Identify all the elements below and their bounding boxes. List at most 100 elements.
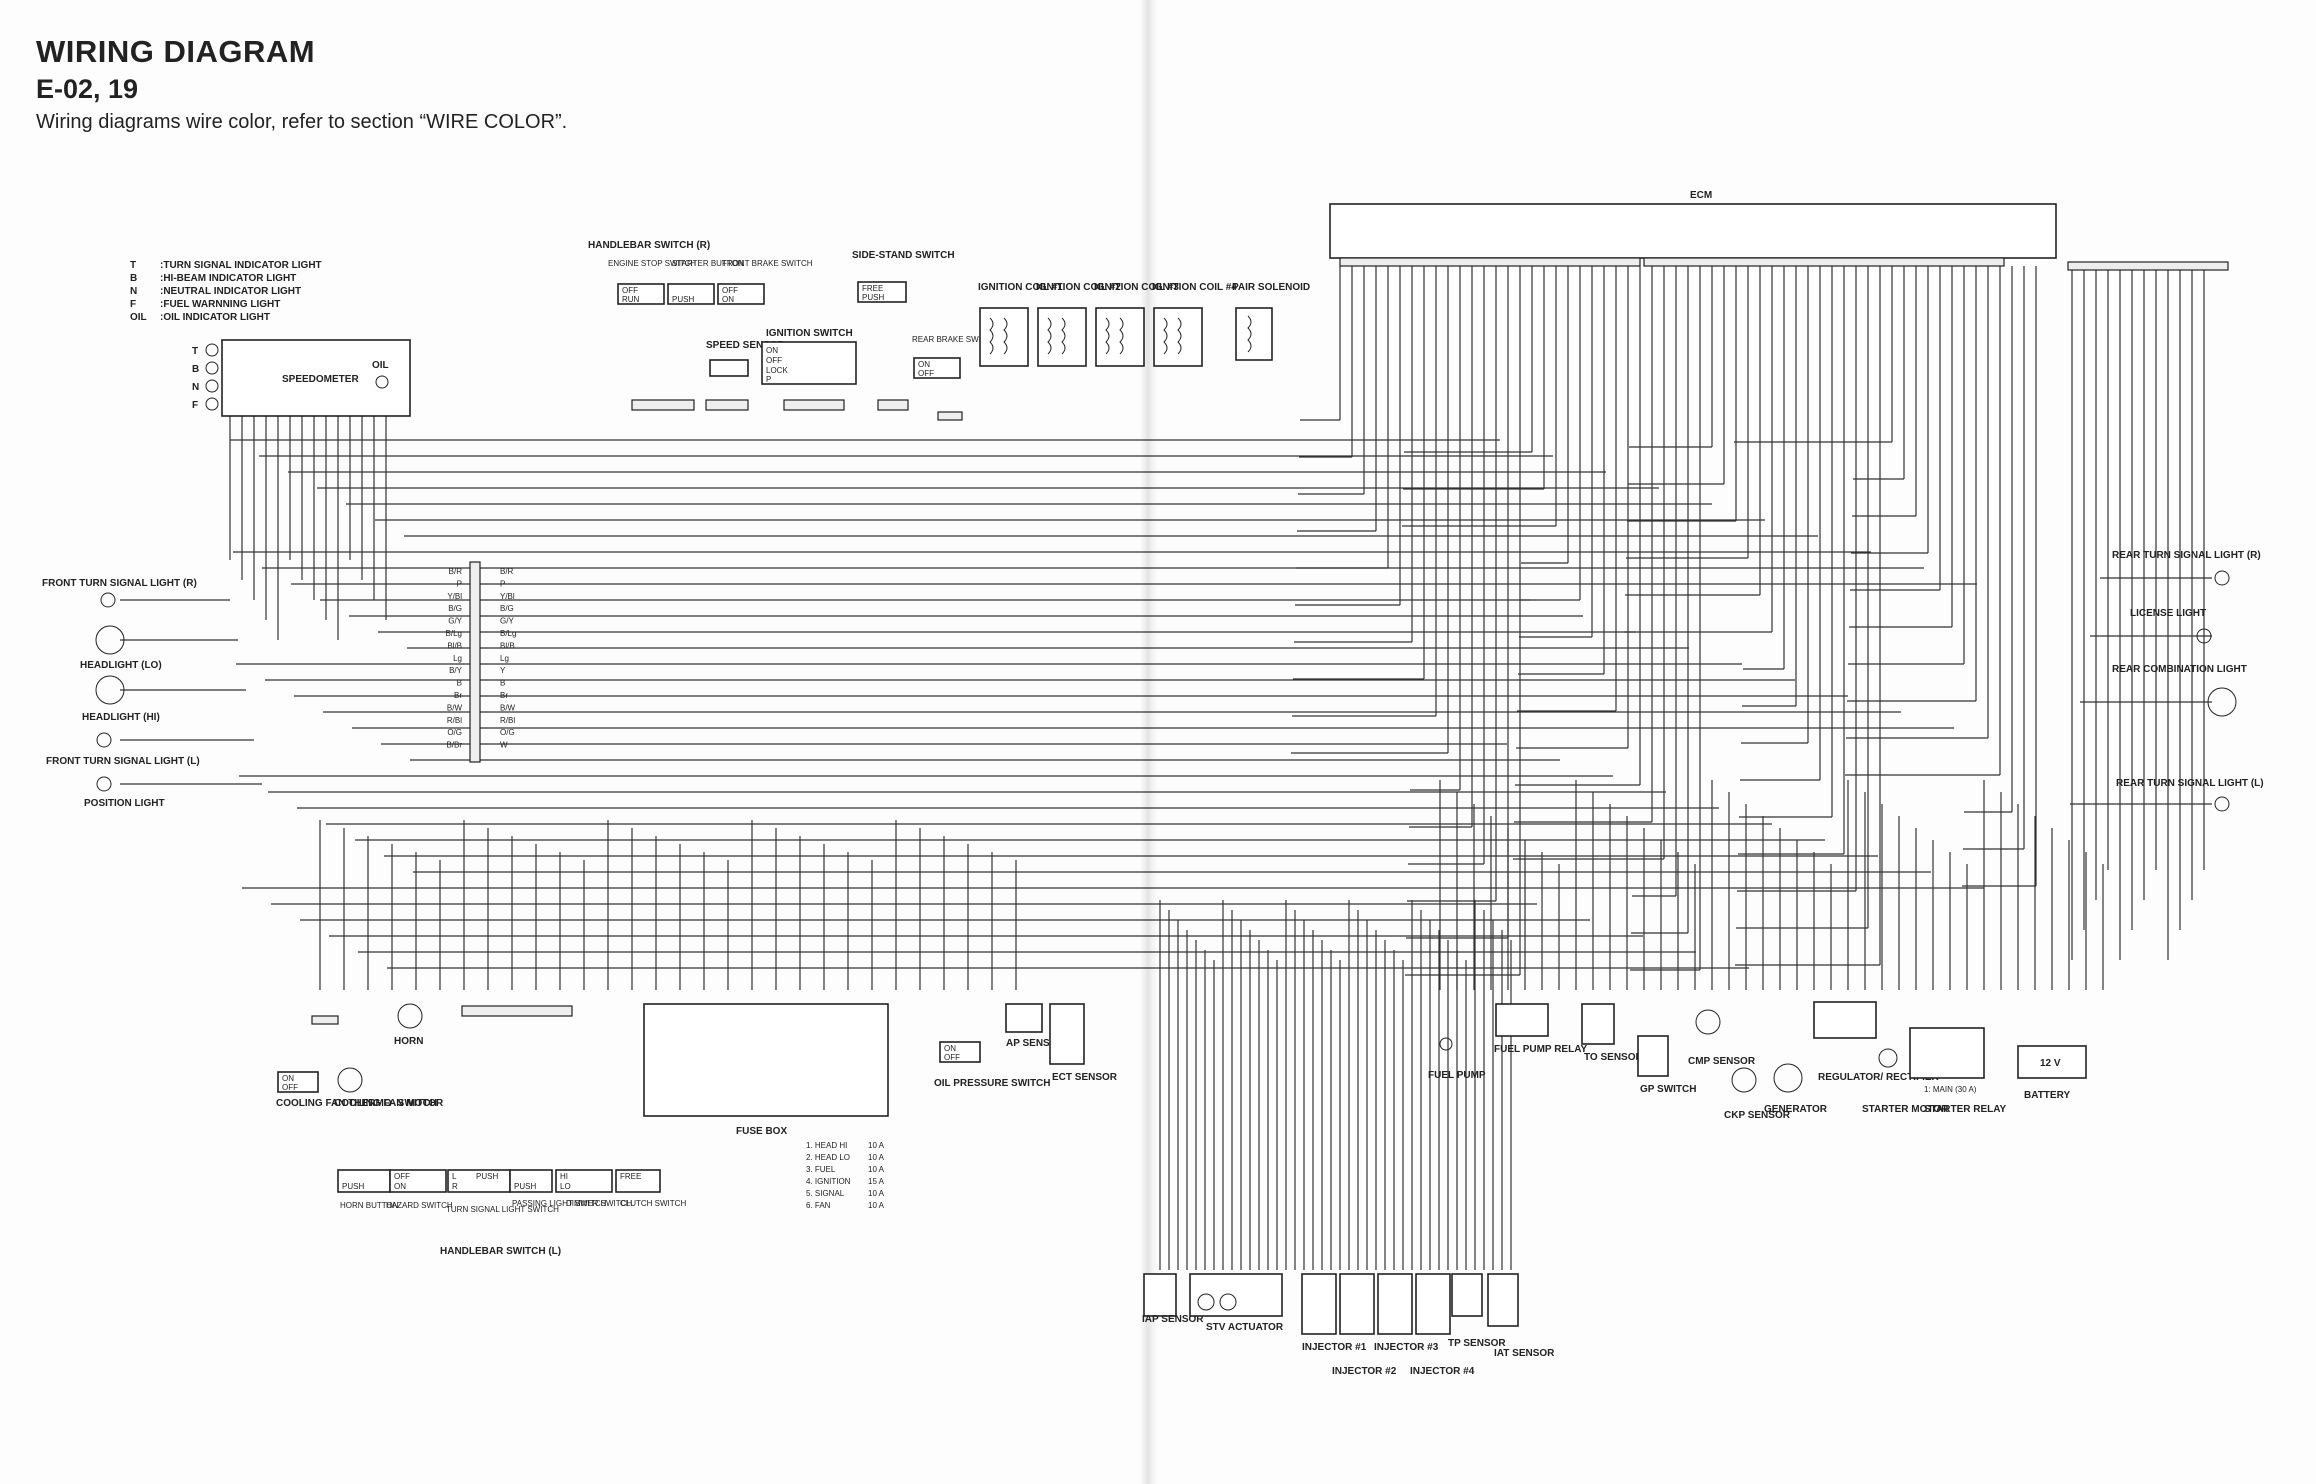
legend-oil: OIL [130,312,147,323]
clutch-free: FREE [620,1172,641,1181]
engine-stop-switch [617,283,665,305]
headlight-hi-label: HEADLIGHT (HI) [82,712,160,723]
ckp-sensor: CKP SENSOR [1724,1067,1791,1121]
regulator-rectifier: REGULATOR/ RECTIFIER [1813,1001,1940,1083]
indicator-n-lamp [205,379,219,393]
position-light-bulb [96,776,112,792]
harness-wire-label: B/W [500,703,516,712]
rear-turn-l-bulb [2214,796,2230,812]
central-connector: B/RPY/BlB/GG/YB/LgBl/BLgB/YBBrB/WR/BlO/G… [446,561,516,763]
position-light-label: POSITION LIGHT [84,798,165,809]
handlebar-switch-l-connector [461,1005,573,1017]
harness-wire-label: P [457,579,462,588]
front-brake-on: ON [722,295,734,304]
fuse-name: 6. FAN [806,1201,831,1210]
ignition-coil-2 [1037,307,1087,367]
pair-solenoid: PAIR SOLENOID [1232,282,1310,361]
cooling-fan-thermo-label: COOLING FAN THERMO- SWITCH [276,1098,437,1109]
oil-pressure-switch: ON OFF OIL PRESSURE SWITCH [934,1041,1051,1089]
ignition-coil-2-label: IGNITION COIL #2 [1036,282,1121,293]
cmp-sensor-icon [1695,1009,1721,1035]
rear-brake-off: OFF [918,369,934,378]
fuse-name: 2. HEAD LO [806,1153,850,1162]
harness-wire-label: B/R [449,567,463,576]
ignition-coil-4-label: IGNITION COIL #4 [1152,282,1237,293]
ignition-off: OFF [766,356,782,365]
iap-sensor-label: IAP SENSOR [1142,1314,1204,1325]
regulator-rectifier-label: REGULATOR/ RECTIFIER [1818,1072,1940,1083]
speed-sensor: SPEED SENSOR [706,340,786,377]
cmp-sensor-label: CMP SENSOR [1688,1056,1756,1067]
handlebar-switch-r-title: HANDLEBAR SWITCH (R) [588,240,710,251]
speedometer: SPEEDOMETER OIL T B N F [192,339,411,417]
turn-signal-light-switch-label: TURN SIGNAL LIGHT SWITCH [446,1205,559,1214]
harness-wire-label: Br [454,691,462,700]
ignition-coil-1-label: IGNITION COIL #1 [978,282,1063,293]
harness-wire-label: B/R [500,567,514,576]
page-title: WIRING DIAGRAM [36,34,316,69]
legend: T :TURN SIGNAL INDICATOR LIGHT B :HI-BEA… [130,260,322,323]
generator: GENERATOR [1764,1063,1828,1115]
harness-wire-label: B/W [447,703,463,712]
dimmer-hi: HI [560,1172,568,1181]
ect-sensor: ECT SENSOR [1049,1003,1118,1083]
ckp-sensor-label: CKP SENSOR [1724,1110,1791,1121]
battery-label: BATTERY [2024,1090,2070,1101]
harness-wire-label: Y/Bl [447,592,462,601]
ecm-label: ECM [1690,190,1712,201]
ap-sensor: AP SENSOR [1005,1003,1065,1049]
handlebar-switch-r: HANDLEBAR SWITCH (R) ENGINE STOP SWITCH … [588,240,813,411]
fuse-rating: 10 A [868,1189,885,1198]
ap-sensor-label: AP SENSOR [1006,1038,1065,1049]
fuel-pump: FUEL PUMP [1428,1037,1486,1081]
fuse-rating: 10 A [868,1165,885,1174]
harness-wire-label: Bl/B [500,641,515,650]
front-brake-off: OFF [722,286,738,295]
speedometer-label: SPEEDOMETER [282,374,359,385]
harness-wire-label: Y [500,666,506,675]
cooling-fan-motor-icon [337,1067,363,1093]
starter-button-label: STARTER BUTTON [672,259,744,268]
turn-signal-push: PUSH [476,1172,498,1181]
rear-turn-r-bulb [2214,570,2230,586]
clutch-switch-label: CLUTCH SWITCH [620,1199,686,1208]
stv-actuator-label: STV ACTUATOR [1206,1322,1284,1333]
oil-pressure-switch-label: OIL PRESSURE SWITCH [934,1078,1051,1089]
front-turn-l-label: FRONT TURN SIGNAL LIGHT (L) [46,756,200,767]
indicator-f: F [192,400,198,411]
oil-pressure-off: OFF [944,1053,960,1062]
ecm: ECM [1329,190,2229,271]
turn-signal-l: L [452,1172,457,1181]
handlebar-switch-l: PUSH OFF ON L PUSH R PUSH HI LO FREE HOR… [337,1169,686,1257]
engine-stop-run: RUN [622,295,640,304]
starter-motor-icon [1878,1048,1898,1068]
front-turn-r-label: FRONT TURN SIGNAL LIGHT (R) [42,578,197,589]
license-light-bulb [2196,628,2212,644]
rear-brake-switch: REAR BRAKE SWITCH ON OFF [912,335,998,421]
fuse-box-label: FUSE BOX [736,1126,787,1137]
harness-wire-label: G/Y [500,617,514,626]
ignition-coils: IGNITION COIL #1 IGNITION COIL #2 IGNITI… [978,282,1237,367]
harness-wire-label: Bl/B [447,641,462,650]
horn-button-label: HORN BUTTON [340,1201,399,1210]
gp-switch: GP SWITCH [1637,1035,1696,1095]
ignition-coil-4 [1153,307,1203,367]
fuel-pump-relay-label: FUEL PUMP RELAY [1494,1044,1587,1055]
harness-wire-label: B/Lg [446,629,462,638]
legend-b: B [130,273,137,284]
harness-wire-label: B/Y [449,666,463,675]
indicator-t: T [192,346,198,357]
legend-b-text: :HI-BEAM INDICATOR LIGHT [160,273,296,284]
horn-button-push: PUSH [342,1182,364,1191]
stv-actuator: STV ACTUATOR [1189,1273,1284,1333]
ckp-sensor-icon [1731,1067,1757,1093]
stv-motor-1-icon [1197,1293,1215,1311]
side-stand-switch: SIDE-STAND SWITCH FREE PUSH [852,250,955,411]
rear-brake-on: ON [918,360,930,369]
generator-label: GENERATOR [1764,1104,1828,1115]
ignition-coil-3-label: IGNITION COIL #3 [1094,282,1179,293]
cooling-fan: ON OFF COOLING FAN THERMO- SWITCH COOLIN… [276,1015,444,1109]
starter-button [667,283,715,305]
